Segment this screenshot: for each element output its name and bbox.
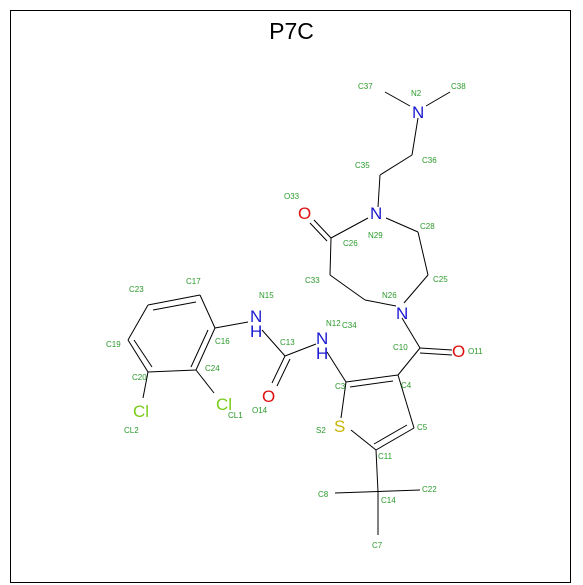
atom-label: C37 bbox=[358, 82, 373, 91]
atom-label: C23 bbox=[129, 285, 144, 294]
atom-label: O33 bbox=[284, 192, 300, 201]
atom-label: O11 bbox=[468, 347, 483, 356]
sulfur-atom: S bbox=[334, 417, 345, 436]
atom-label: N2 bbox=[411, 89, 422, 98]
diagram-frame bbox=[10, 10, 571, 583]
atom-label: C5 bbox=[417, 423, 428, 432]
atom-label: S2 bbox=[316, 426, 326, 435]
atom-label: C20 bbox=[132, 373, 147, 382]
atom-label: N12 bbox=[326, 319, 341, 328]
atom-label: C25 bbox=[433, 275, 448, 284]
atom-label: C35 bbox=[355, 161, 370, 170]
atom-label: C7 bbox=[372, 541, 383, 550]
amine-hydrogen: H bbox=[250, 322, 262, 341]
atom-label: O14 bbox=[252, 406, 268, 415]
chlorine-atom: Cl bbox=[133, 402, 149, 421]
atom-label: N26 bbox=[382, 291, 397, 300]
nitrogen-atom: N bbox=[370, 204, 382, 223]
atom-label: C26 bbox=[343, 239, 358, 248]
nitrogen-atom: N bbox=[412, 103, 424, 122]
atom-label: CL1 bbox=[228, 411, 243, 420]
oxygen-atom: O bbox=[298, 204, 311, 223]
atom-label: CL2 bbox=[124, 426, 139, 435]
heteroatom-symbols: N N N O O O S Cl Cl N H N H bbox=[133, 103, 465, 436]
amine-nitrogen: N bbox=[316, 329, 328, 348]
atom-label: C22 bbox=[422, 485, 437, 494]
atom-label: N29 bbox=[368, 231, 383, 240]
amine-nitrogen: N bbox=[250, 307, 262, 326]
atom-label: C33 bbox=[305, 276, 320, 285]
atom-label: C14 bbox=[381, 496, 396, 505]
atom-label: C28 bbox=[420, 222, 435, 231]
molecule-title: P7C bbox=[269, 18, 314, 44]
atom-label: C24 bbox=[205, 364, 220, 373]
atom-label: C3 bbox=[335, 382, 346, 391]
atom-label: C8 bbox=[318, 490, 329, 499]
atom-label: C34 bbox=[342, 321, 357, 330]
atom-label: N15 bbox=[259, 291, 274, 300]
atom-label: C16 bbox=[215, 337, 230, 346]
amine-hydrogen: H bbox=[316, 344, 328, 363]
atom-labels: C37 N2 C38 C35 C36 O33 C28 N29 C26 C33 C… bbox=[106, 82, 483, 550]
atom-label: C38 bbox=[451, 82, 466, 91]
atom-label: C4 bbox=[401, 381, 412, 390]
oxygen-atom: O bbox=[262, 387, 275, 406]
atom-label: C10 bbox=[393, 343, 408, 352]
atom-label: C19 bbox=[106, 340, 121, 349]
bonds bbox=[127, 91, 453, 535]
atom-label: C13 bbox=[280, 338, 295, 347]
oxygen-atom: O bbox=[452, 342, 465, 361]
atom-label: C17 bbox=[186, 277, 201, 286]
atom-label: C11 bbox=[378, 452, 393, 461]
chlorine-atom: Cl bbox=[216, 395, 232, 414]
atom-label: C36 bbox=[422, 156, 437, 165]
nitrogen-atom: N bbox=[396, 304, 408, 323]
